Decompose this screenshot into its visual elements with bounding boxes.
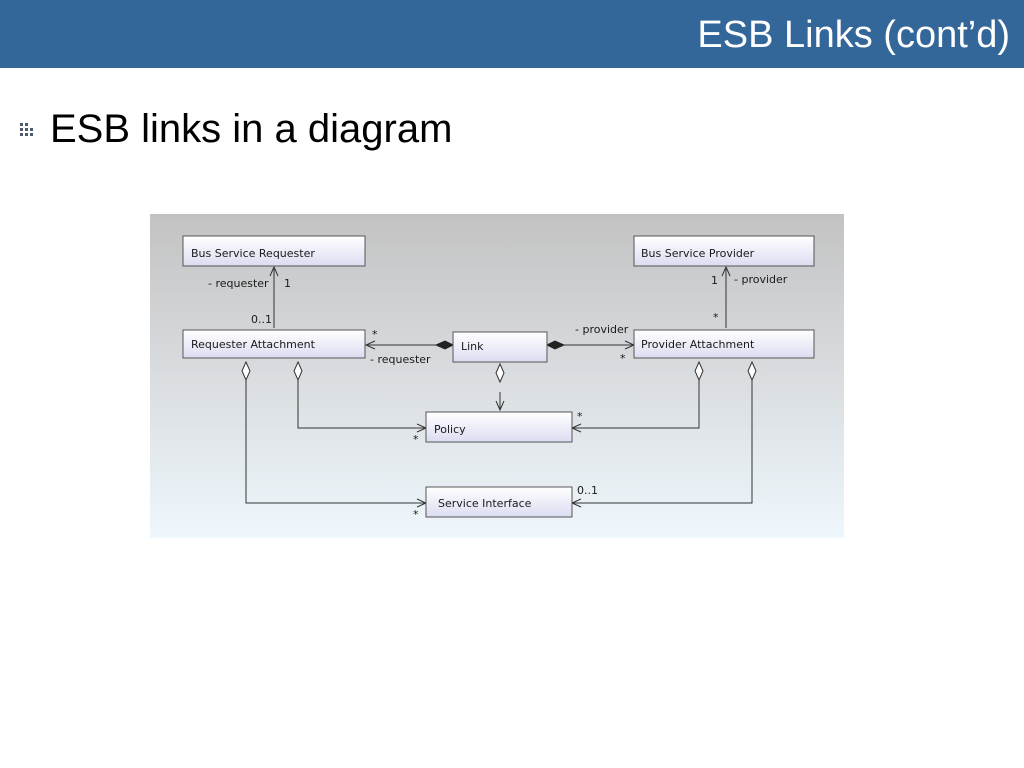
connector-provider-policy xyxy=(572,380,700,429)
association-labels: - requester 1 0..1 1 - provider * * - re… xyxy=(208,273,788,521)
class-provider-attachment: Provider Attachment xyxy=(633,329,815,359)
composition-diamonds xyxy=(434,340,566,350)
label-requester-mult-one: 1 xyxy=(284,277,291,290)
label-requester-link-star: * xyxy=(372,328,378,341)
aggregation-diamond-requester-policy xyxy=(293,360,303,382)
label-requester-role-top: - requester xyxy=(208,277,269,290)
aggregation-diamond-provider-policy xyxy=(694,360,704,382)
class-label-bus-service-requester: Bus Service Requester xyxy=(191,247,315,260)
composition-diamond-link-right xyxy=(545,340,566,350)
connector-provider-service-interface xyxy=(572,380,753,504)
aggregation-diamonds xyxy=(241,360,757,384)
title-bar: ESB Links (cont’d) xyxy=(0,0,1024,68)
label-policy-star-right: * xyxy=(577,410,583,423)
arrowhead-link-policy xyxy=(495,400,505,412)
class-label-policy: Policy xyxy=(434,423,466,436)
aggregation-diamond-provider-interface xyxy=(747,360,757,382)
class-requester-attachment: Requester Attachment xyxy=(182,329,366,359)
arrowhead-link-requester xyxy=(364,340,376,350)
aggregation-diamond-link-policy xyxy=(495,362,505,384)
arrowhead-provider-up xyxy=(721,265,731,277)
label-provider-role-top: - provider xyxy=(734,273,788,286)
bullet-text: ESB links in a diagram xyxy=(50,107,453,151)
class-label-provider-attachment: Provider Attachment xyxy=(641,338,755,351)
connector-requester-service-interface xyxy=(245,380,426,504)
uml-diagram-canvas: Bus Service Requester Bus Service Provid… xyxy=(150,214,844,538)
composition-diamond-link-left xyxy=(434,340,455,350)
uml-diagram: Bus Service Requester Bus Service Provid… xyxy=(150,214,844,538)
arrowhead-requester-up xyxy=(269,265,279,277)
class-service-interface: Service Interface xyxy=(425,486,573,518)
connectors xyxy=(245,265,753,508)
class-policy: Policy xyxy=(425,411,573,443)
aggregation-diamond-requester-interface xyxy=(241,360,251,382)
label-provider-mult-one: 1 xyxy=(711,274,718,287)
slide-title: ESB Links (cont’d) xyxy=(697,14,1010,56)
class-bus-service-requester: Bus Service Requester xyxy=(182,235,366,267)
label-provider-attachment-star: * xyxy=(713,311,719,324)
class-bus-service-provider: Bus Service Provider xyxy=(633,235,815,267)
label-policy-star-left: * xyxy=(413,433,419,446)
class-label-requester-attachment: Requester Attachment xyxy=(191,338,316,351)
label-service-interface-star: * xyxy=(413,508,419,521)
label-requester-mult-zero-one: 0..1 xyxy=(251,313,272,326)
class-label-bus-service-provider: Bus Service Provider xyxy=(641,247,755,260)
label-provider-role-link: - provider xyxy=(575,323,629,336)
bullet-icon xyxy=(20,123,33,136)
label-requester-role-link: - requester xyxy=(370,353,431,366)
class-label-link: Link xyxy=(461,340,484,353)
connector-requester-policy xyxy=(297,380,426,429)
label-provider-link-star: * xyxy=(620,352,626,365)
label-service-interface-mult: 0..1 xyxy=(577,484,598,497)
class-link: Link xyxy=(452,331,548,363)
class-label-service-interface: Service Interface xyxy=(438,497,532,510)
